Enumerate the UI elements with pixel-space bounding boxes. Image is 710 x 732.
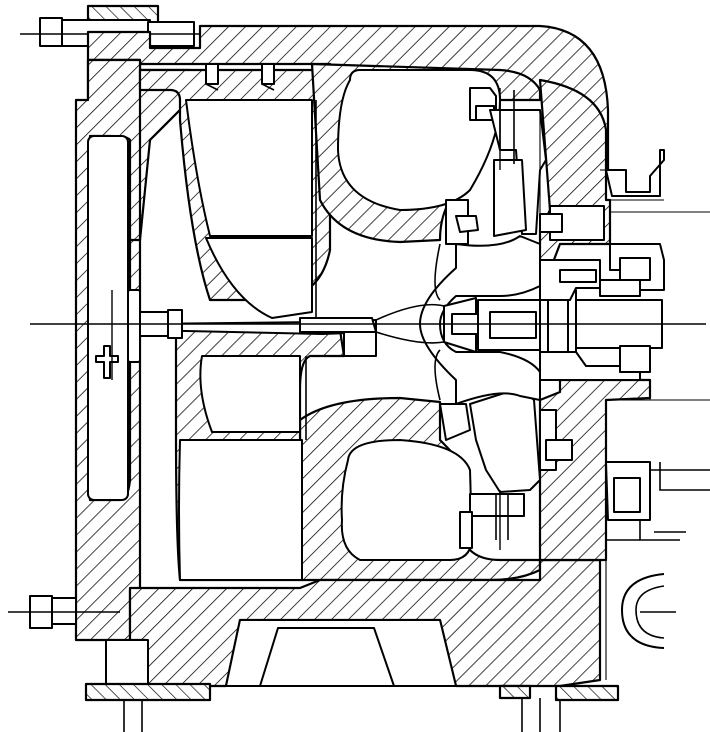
right-bearing-housing bbox=[538, 78, 665, 562]
compressor-volute-upper bbox=[138, 62, 332, 319]
compressor-volute-lower bbox=[138, 328, 346, 582]
detail-lines bbox=[539, 110, 710, 680]
right-lower-pipe bbox=[605, 461, 710, 649]
mounting-feet bbox=[84, 682, 620, 732]
centerlines bbox=[30, 88, 706, 550]
base-support bbox=[105, 558, 602, 688]
turbine-scroll-upper bbox=[310, 62, 542, 244]
turbine-scroll-lower bbox=[298, 396, 542, 582]
bottom-flange-bolt bbox=[8, 595, 120, 629]
nozzle-ring-upper bbox=[445, 87, 547, 245]
housing-screws bbox=[205, 63, 275, 91]
